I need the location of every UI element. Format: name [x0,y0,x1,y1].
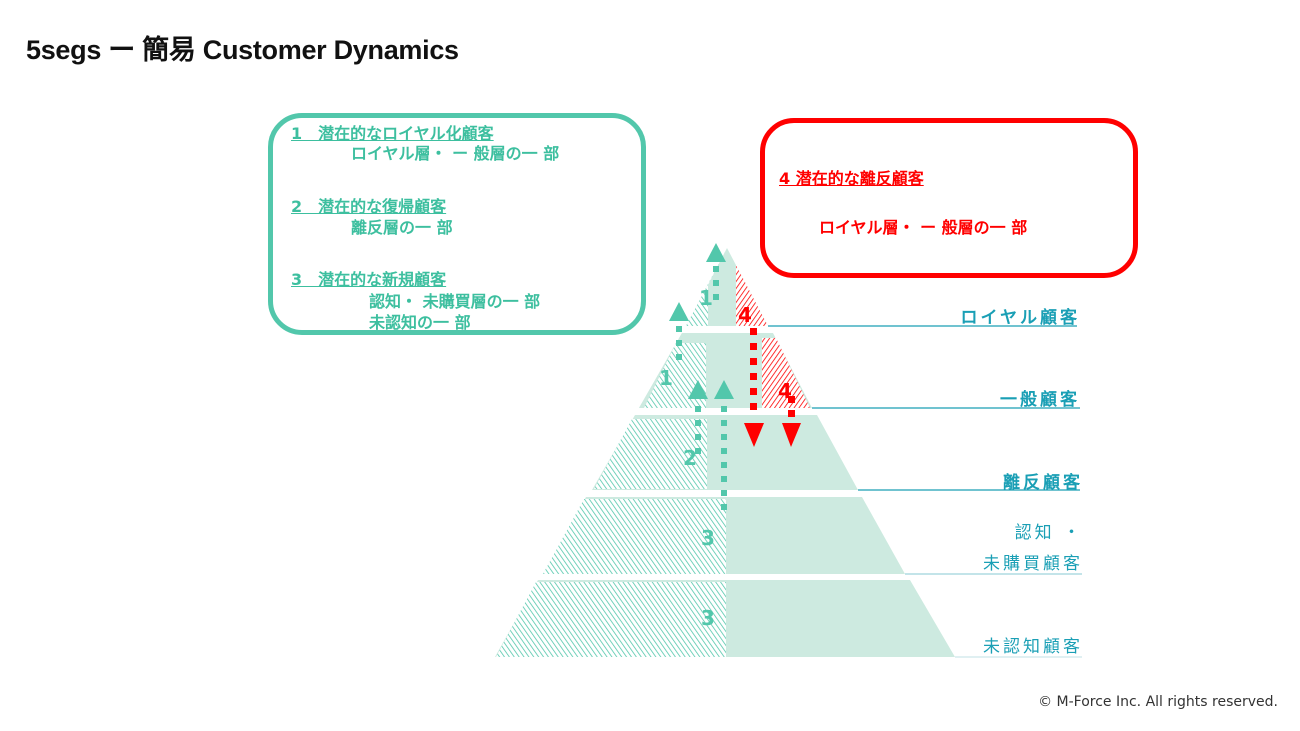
page-title: 5segs ー 簡易 Customer Dynamics [26,35,459,65]
potential-churn-box: 4 潜在的な離反顧客 ロイヤル層・ ー 般層の一 部 [760,118,1138,278]
segment-label-aware-line2: 未購買顧客 [983,554,1083,574]
marker-4b: 4 [778,379,792,403]
segment-label-general: 一般顧客 [1000,390,1080,410]
arrow-up-return [688,380,708,454]
hatch-potential-new-aware [543,499,726,574]
arrow-up-new [714,380,734,510]
marker-1a: 1 [699,286,713,310]
item-3-heading: 3 潜在的な新規顧客 [291,270,447,289]
marker-3b: 3 [701,606,715,630]
arrow-down-churn-2 [782,396,801,447]
item-1-detail: ロイヤル層・ ー 般層の一 部 [351,144,560,163]
arrow-up-loyal-1 [706,243,726,300]
copyright-notice: © M-Force Inc. All rights reserved. [1038,694,1278,710]
potential-gain-box: 1 潜在的なロイヤル化顧客 ロイヤル層・ ー 般層の一 部 2 潜在的な復帰顧客… [268,113,646,335]
item-3-detail-1: 認知・ 未購買層の一 部 [369,292,541,311]
item-4-heading: 4 潜在的な離反顧客 [779,169,924,188]
hatch-potential-churn-general [762,338,810,408]
pyramid-layer-general [639,333,812,408]
item-3-detail-2: 未認知の一 部 [369,313,471,332]
item-1-heading: 1 潜在的なロイヤル化顧客 [291,124,494,143]
marker-2: 2 [683,446,697,470]
segment-label-churned: 離反顧客 [1003,473,1083,493]
arrow-down-churn-1 [744,328,764,447]
marker-4a: 4 [738,303,752,327]
pyramid-layer-unaware [495,580,955,657]
marker-1b: 1 [659,366,673,390]
item-4-detail: ロイヤル層・ ー 般層の一 部 [819,218,1028,237]
segment-label-unaware: 未認知顧客 [983,637,1083,657]
pyramid-layer-aware [543,497,905,574]
hatch-potential-churn-loyal [736,265,768,326]
segment-label-aware-line1: 認知 ・ [1014,523,1083,543]
item-2-heading: 2 潜在的な復帰顧客 [291,197,447,216]
hatch-potential-new-unaware [496,582,726,657]
hatch-potential-return [594,419,707,489]
item-2-detail: 離反層の一 部 [351,218,453,237]
marker-3a: 3 [701,526,715,550]
segment-label-loyal: ロイヤル顧客 [960,308,1080,328]
hatch-potential-loyal-general [644,343,706,408]
arrow-up-loyal-2 [669,302,689,360]
